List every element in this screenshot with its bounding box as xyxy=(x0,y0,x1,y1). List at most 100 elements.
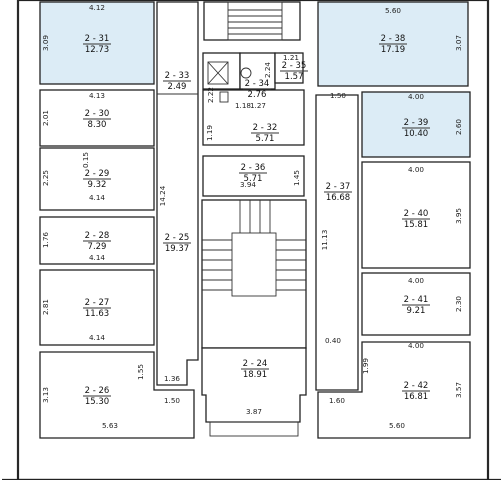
dimension-label: 1.55 xyxy=(136,364,145,380)
stair-top-steps xyxy=(227,1,283,41)
main-stair-steps xyxy=(202,200,306,291)
room-area-label: 12.73 xyxy=(85,45,109,55)
room-area-label: 16.81 xyxy=(404,392,428,402)
room-2-40[interactable] xyxy=(361,161,471,269)
room-id-label: 2 - 30 xyxy=(85,109,110,119)
dimension-label: 4.00 xyxy=(408,276,424,285)
room-id-label: 2 - 37 xyxy=(326,182,351,192)
room-area-label: 16.68 xyxy=(326,193,350,203)
dimension-label: 5.60 xyxy=(389,421,405,430)
dimension-label: 4.14 xyxy=(89,333,105,342)
sink-icon xyxy=(219,91,229,103)
room-2-31[interactable] xyxy=(39,1,155,85)
dimension-label: 1.18 xyxy=(235,101,251,110)
room-area-label: 19.37 xyxy=(165,244,189,254)
room-2-36[interactable] xyxy=(202,155,305,197)
room-area-label: 9.32 xyxy=(88,180,107,190)
room-2-39[interactable] xyxy=(361,91,471,158)
entrance-steps xyxy=(209,421,299,437)
room-2-24[interactable] xyxy=(201,347,307,423)
room-2-42[interactable] xyxy=(317,341,471,439)
dimension-label: 3.07 xyxy=(454,35,463,51)
room-area-label: 9.21 xyxy=(407,306,426,316)
dimension-label: 5.60 xyxy=(385,6,401,15)
stair-well xyxy=(231,232,277,297)
room-id-label: 2 - 25 xyxy=(165,233,190,243)
dimension-label: 1.50 xyxy=(330,91,346,100)
room-area-label: 5.71 xyxy=(244,174,263,184)
dimension-label: 1.60 xyxy=(329,396,345,405)
main-staircase xyxy=(201,199,307,349)
dimension-label: 1.45 xyxy=(292,170,301,186)
room-id-label: 2 - 26 xyxy=(85,386,110,396)
room-area-label: 2.76 xyxy=(248,90,267,100)
room-id-label: 2 - 38 xyxy=(381,34,406,44)
room-id-label: 2 - 31 xyxy=(85,34,110,44)
wc-fixture-icon xyxy=(240,67,252,79)
room-id-label: 2 - 32 xyxy=(253,123,278,133)
dimension-label: 14.24 xyxy=(158,185,167,206)
dimension-label: 1.50 xyxy=(164,396,180,405)
dimension-label: 3.95 xyxy=(454,208,463,224)
dimension-label: 2.25 xyxy=(41,170,50,186)
dimension-label: 1.21 xyxy=(283,53,299,62)
room-area-label: 2.49 xyxy=(168,82,187,92)
room-id-label: 2 - 39 xyxy=(404,118,429,128)
room-2-30[interactable] xyxy=(39,89,155,147)
dimension-label: 0.15 xyxy=(81,152,90,168)
room-area-label: 15.30 xyxy=(85,397,109,407)
room-id-label: 2 - 40 xyxy=(404,209,429,219)
dimension-label: 3.57 xyxy=(454,382,463,398)
room-area-label: 15.81 xyxy=(404,220,428,230)
dimension-label: 2.60 xyxy=(454,119,463,135)
dimension-label: 4.13 xyxy=(89,91,105,100)
room-2-25[interactable] xyxy=(156,1,199,386)
dimension-label: 4.12 xyxy=(89,3,105,12)
room-2-41[interactable] xyxy=(361,272,471,336)
room-area-label: 8.30 xyxy=(88,120,107,130)
dimension-label: 1.76 xyxy=(41,232,50,248)
dimension-label: 2.81 xyxy=(41,299,50,315)
dimension-label: 1.36 xyxy=(164,374,180,383)
dimension-label: 2.24 xyxy=(263,62,272,78)
dimension-label: 4.00 xyxy=(408,165,424,174)
dimension-label: 11.13 xyxy=(320,230,329,251)
room-area-label: 7.29 xyxy=(88,242,107,252)
dimension-label: 5.63 xyxy=(102,421,118,430)
dimension-label: 2.22 xyxy=(206,87,215,103)
room-area-label: 1.57 xyxy=(285,72,304,82)
room-id-label: 2 - 33 xyxy=(165,71,190,81)
room-id-label: 2 - 29 xyxy=(85,169,110,179)
dimension-label: 3.87 xyxy=(246,407,262,416)
room-2-35[interactable] xyxy=(274,52,304,84)
room-area-label: 11.63 xyxy=(85,309,109,319)
room-id-label: 2 - 41 xyxy=(404,295,429,305)
room-2-27[interactable] xyxy=(39,269,155,346)
room-2-26[interactable] xyxy=(39,351,195,439)
room-area-label: 17.19 xyxy=(381,45,405,55)
room-id-label: 2 - 36 xyxy=(241,163,266,173)
room-id-label: 2 - 42 xyxy=(404,381,429,391)
room-area-label: 5.71 xyxy=(256,134,275,144)
dimension-label: 2.01 xyxy=(41,110,50,126)
dimension-label: 3.09 xyxy=(41,35,50,51)
room-area-label: 18.91 xyxy=(243,370,267,380)
dimension-label: 4.14 xyxy=(89,193,105,202)
dimension-label: 3.94 xyxy=(240,180,256,189)
dimension-labels: 4.12 3.09 4.13 2.01 0.15 2.25 4.14 1.76 4.14 2.81… xyxy=(41,3,463,430)
dimension-label: 3.13 xyxy=(41,387,50,403)
dimension-label: 1.19 xyxy=(205,125,214,141)
dimension-label: 0.40 xyxy=(325,336,341,345)
room-id-label: 2 - 28 xyxy=(85,231,110,241)
room-2-28[interactable] xyxy=(39,216,155,265)
room-id-label: 2 - 35 xyxy=(282,61,307,71)
dimension-label: 1.99 xyxy=(361,358,370,374)
dimension-label: 1.27 xyxy=(250,101,266,110)
room-2-37[interactable] xyxy=(315,94,359,391)
dimension-label: 4.00 xyxy=(408,92,424,101)
room-id-label: 2 - 24 xyxy=(243,359,268,369)
dimension-label: 4.14 xyxy=(89,253,105,262)
